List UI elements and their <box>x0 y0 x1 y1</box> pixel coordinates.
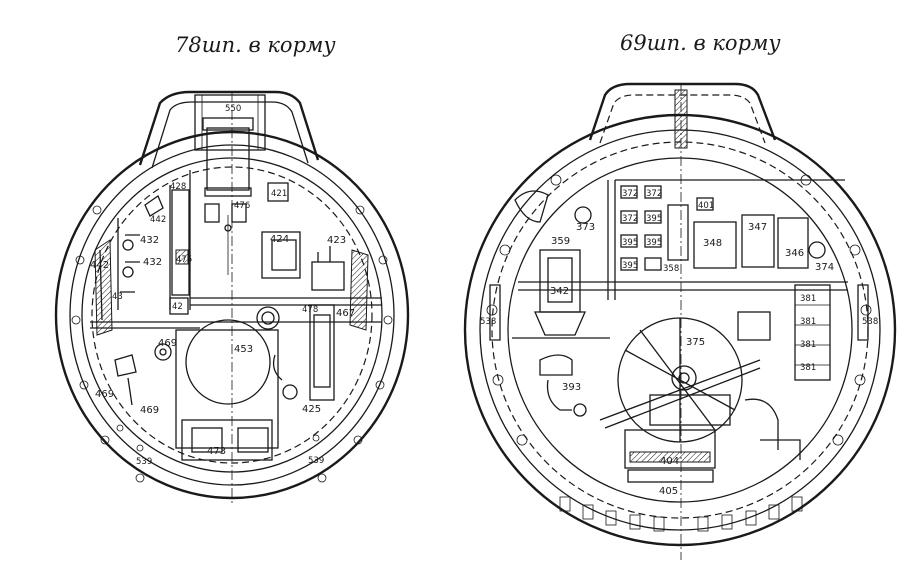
label-423: 423 <box>327 235 346 246</box>
label-404: 404 <box>660 456 679 467</box>
label-421: 421 <box>271 189 287 199</box>
left-deck <box>90 170 382 329</box>
label-442-top: 442 <box>150 215 166 225</box>
label-381-a: 381 <box>800 294 816 304</box>
label-538-right: 538 <box>862 317 878 327</box>
label-42: 42 <box>172 302 183 312</box>
right-section-title: 69шп. в корму <box>620 31 781 55</box>
left-section-title: 78шп. в корму <box>175 33 336 57</box>
label-539-right: 539 <box>308 456 324 466</box>
label-348: 348 <box>703 238 722 249</box>
label-442-side: 442 <box>90 260 109 271</box>
right-upper-equipment <box>534 185 826 336</box>
left-section: 78шп. в корму <box>54 33 410 505</box>
left-lower-machinery <box>114 304 335 461</box>
label-381-d: 381 <box>800 363 816 373</box>
label-374: 374 <box>815 262 834 273</box>
label-347: 347 <box>748 222 767 233</box>
label-467: 467 <box>336 308 355 319</box>
left-labels: 550 428 421 442 476 432 432 424 423 442 … <box>90 104 355 467</box>
label-395-d: 395 <box>622 261 638 271</box>
label-432-top: 432 <box>140 235 159 246</box>
left-frame-ribs <box>71 205 393 483</box>
label-373: 373 <box>576 222 595 233</box>
label-372-a: 372 <box>622 189 638 199</box>
label-43: 43 <box>112 292 123 302</box>
label-359: 359 <box>551 236 570 247</box>
label-428: 428 <box>170 182 186 192</box>
right-labels: 372 372 372 395 395 395 395 401 373 359 … <box>480 189 878 497</box>
label-375: 375 <box>686 337 705 348</box>
label-381-b: 381 <box>800 317 816 327</box>
right-lower-machinery <box>539 284 831 483</box>
right-frame-ribs <box>486 174 872 532</box>
label-538-left: 538 <box>480 317 496 327</box>
right-section: 69шп. в корму <box>463 31 897 560</box>
label-372-b: 372 <box>646 189 662 199</box>
label-550: 550 <box>225 104 241 114</box>
label-473: 473 <box>207 446 226 457</box>
label-453: 453 <box>234 344 253 355</box>
label-424: 424 <box>270 234 289 245</box>
label-395-a: 395 <box>646 214 662 224</box>
label-358: 358 <box>663 264 679 274</box>
label-539-left: 539 <box>136 457 152 467</box>
right-conning-tower <box>588 82 777 149</box>
label-393: 393 <box>562 382 581 393</box>
label-372-c: 372 <box>622 214 638 224</box>
label-405: 405 <box>659 486 678 497</box>
label-346: 346 <box>785 248 804 259</box>
label-401: 401 <box>698 201 714 211</box>
left-upper-equipment <box>99 117 345 321</box>
label-395-b: 395 <box>622 238 638 248</box>
label-432-bottom: 432 <box>143 257 162 268</box>
right-deck <box>512 179 848 339</box>
label-425: 425 <box>302 404 321 415</box>
label-381-c: 381 <box>800 340 816 350</box>
label-395-c: 395 <box>646 238 662 248</box>
label-342: 342 <box>550 286 569 297</box>
label-469-upper: 469 <box>158 338 177 349</box>
label-469-lower: 469 <box>140 405 159 416</box>
label-478: 478 <box>302 305 318 315</box>
label-476: 476 <box>234 201 250 211</box>
label-475: 475 <box>176 255 192 265</box>
label-469-left: 469 <box>95 389 114 400</box>
